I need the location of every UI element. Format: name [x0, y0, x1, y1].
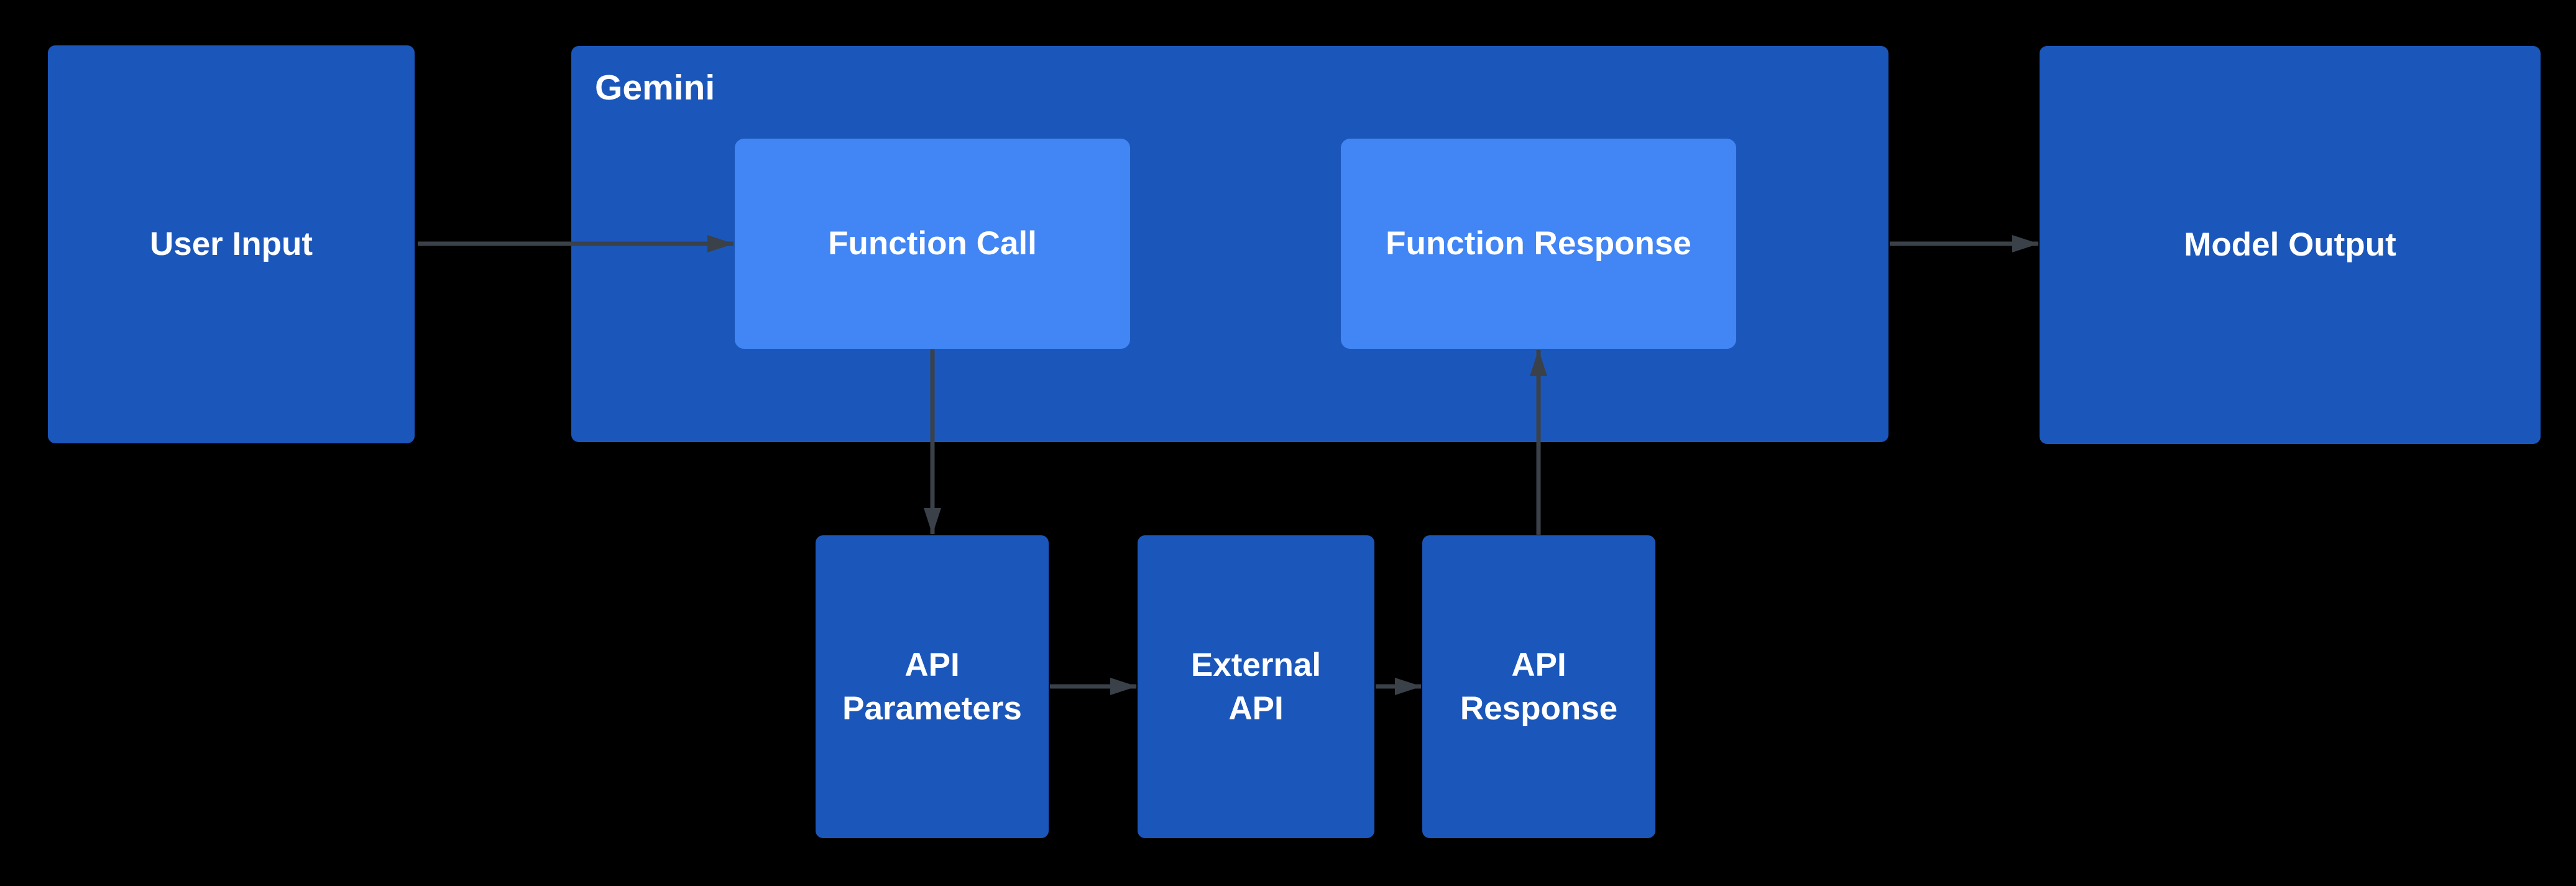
api-response-label: API Response: [1460, 646, 1618, 727]
api-parameters-label: API Parameters: [842, 646, 1022, 727]
node-model-output: Model Output: [2040, 46, 2541, 444]
node-api-parameters: API Parameters: [816, 535, 1049, 838]
user-input-label: User Input: [149, 226, 313, 262]
gemini-container-label: Gemini: [595, 68, 715, 108]
node-external-api: External API: [1138, 535, 1374, 838]
node-function-call: Function Call: [735, 139, 1130, 349]
node-function-response: Function Response: [1341, 139, 1736, 349]
model-output-label: Model Output: [2184, 226, 2396, 263]
node-user-input: User Input: [48, 45, 415, 443]
node-api-response: API Response: [1422, 535, 1655, 838]
external-api-label: External API: [1190, 646, 1322, 727]
function-call-label: Function Call: [828, 225, 1037, 262]
function-response-label: Function Response: [1386, 225, 1691, 262]
